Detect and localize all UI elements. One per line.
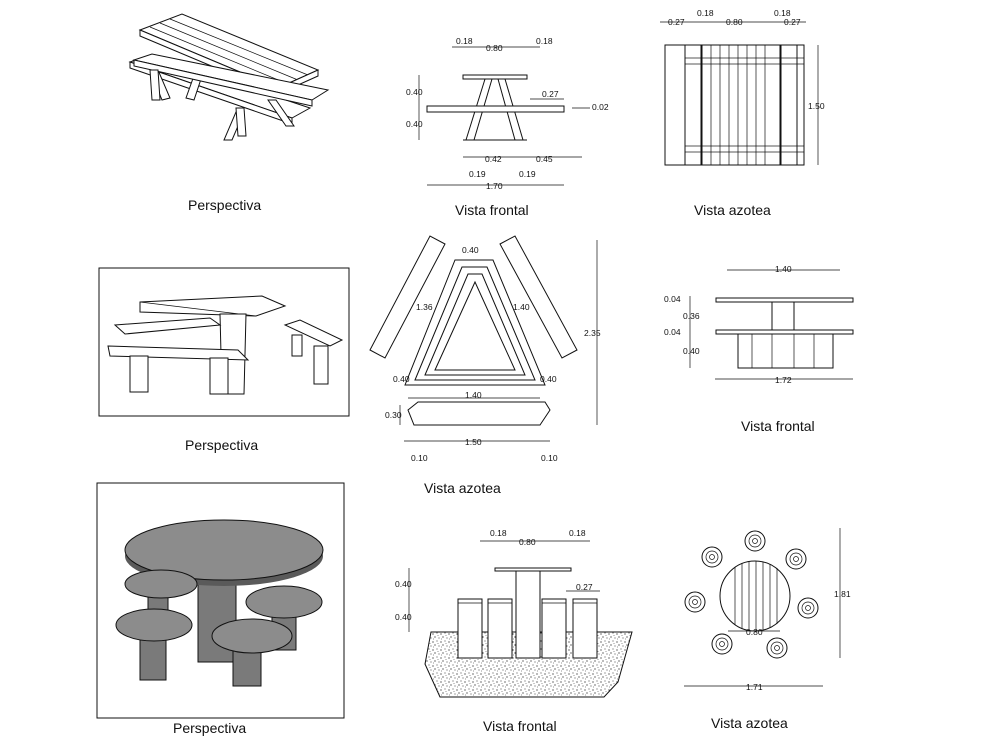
triangular-table-front-view: 1.40 0.04 0.36 0.04 0.40 1.72 Vista fron… — [664, 264, 854, 434]
dim-label: 1.70 — [486, 181, 503, 191]
dim-label: 1.40 — [513, 302, 530, 312]
dim-label: 0.45 — [536, 154, 553, 164]
stool-ring — [797, 597, 819, 619]
dim-label: 0.10 — [541, 453, 558, 463]
dim-label: 0.40 — [406, 87, 423, 97]
dim-label: 0.04 — [664, 294, 681, 304]
dim-label: 0.18 — [774, 8, 791, 18]
dim-label: 2.35 — [584, 328, 601, 338]
dim-label: 0.04 — [664, 327, 681, 337]
dim-label: 0.80 — [486, 43, 503, 53]
dim-label: 0.27 — [542, 89, 559, 99]
picnic-table-perspective: Perspectiva — [128, 13, 330, 213]
stool-ring — [711, 633, 733, 655]
dim-label: 1.40 — [775, 264, 792, 274]
dim-label: 0.40 — [540, 374, 557, 384]
dim-label: 0.18 — [569, 528, 586, 538]
caption-front-view-2: Vista frontal — [741, 418, 815, 434]
dim-label: 0.42 — [485, 154, 502, 164]
dim-label: 0.27 — [668, 17, 685, 27]
stool-ring — [785, 548, 807, 570]
triangular-table-top-view: 0.40 1.36 1.40 2.35 0.40 0.40 1.40 0.30 … — [369, 235, 601, 496]
dim-label: 0.18 — [456, 36, 473, 46]
dim-label: 0.10 — [411, 453, 428, 463]
caption-top-view-2: Vista azotea — [424, 480, 501, 496]
caption-top-view-1: Vista azotea — [694, 202, 771, 218]
dim-label: 0.18 — [490, 528, 507, 538]
stool-ring — [701, 546, 723, 568]
dim-label: 0.40 — [406, 119, 423, 129]
triangular-table-perspective: Perspectiva — [98, 267, 350, 453]
stool-ring — [684, 591, 706, 613]
dim-label: 0.80 — [726, 17, 743, 27]
caption-top-view-3: Vista azotea — [711, 715, 788, 731]
caption-perspective-1: Perspectiva — [188, 197, 261, 213]
dim-label: 0.40 — [393, 374, 410, 384]
dim-label: 1.40 — [465, 390, 482, 400]
dim-label: 1.71 — [746, 682, 763, 692]
picnic-table-top-view: 0.27 0.18 0.80 0.18 0.27 1.50 Vista azot… — [660, 8, 825, 218]
round-table-top-view: 0.80 1.81 1.71 Vista azotea — [684, 528, 851, 731]
dim-label: 0.27 — [784, 17, 801, 27]
caption-perspective-3: Perspectiva — [173, 720, 246, 736]
dim-label: 0.02 — [592, 102, 609, 112]
dim-label: 1.36 — [416, 302, 433, 312]
dim-label: 0.19 — [519, 169, 536, 179]
dim-label: 0.40 — [462, 245, 479, 255]
dim-label: 0.30 — [385, 410, 402, 420]
dim-label: 0.40 — [395, 612, 412, 622]
dim-label: 0.80 — [519, 537, 536, 547]
dim-label: 1.50 — [465, 437, 482, 447]
round-table-perspective: Perspectiva — [96, 482, 345, 736]
caption-front-view-1: Vista frontal — [455, 202, 529, 218]
picnic-table-front-view: 0.18 0.80 0.18 0.40 0.40 0.27 0.02 0.42 … — [406, 36, 609, 218]
dim-label: 1.81 — [834, 589, 851, 599]
dim-label: 0.27 — [576, 582, 593, 592]
dim-label: 0.18 — [536, 36, 553, 46]
caption-perspective-2: Perspectiva — [185, 437, 258, 453]
dim-label: 0.40 — [395, 579, 412, 589]
round-table-front-view: 0.18 0.80 0.18 0.40 0.40 0.27 Vista fron… — [395, 528, 633, 734]
dim-label: 0.40 — [683, 346, 700, 356]
stool-ring — [766, 637, 788, 659]
dim-label: 0.36 — [683, 311, 700, 321]
dim-label: 1.72 — [775, 375, 792, 385]
dim-label: 0.19 — [469, 169, 486, 179]
dim-label: 1.50 — [808, 101, 825, 111]
stool-ring — [744, 530, 766, 552]
caption-front-view-3: Vista frontal — [483, 718, 557, 734]
dim-label: 0.80 — [746, 627, 763, 637]
dim-label: 0.18 — [697, 8, 714, 18]
